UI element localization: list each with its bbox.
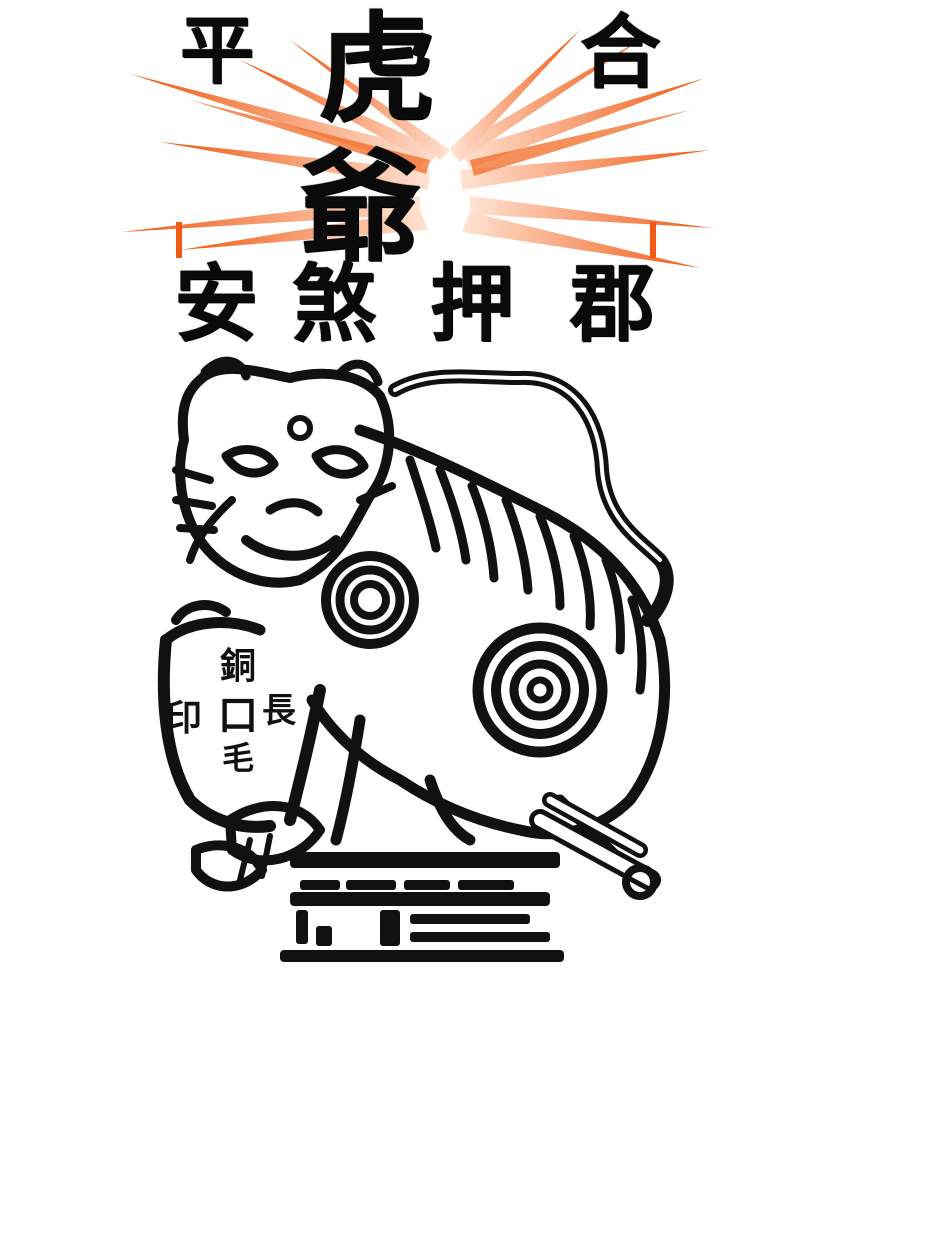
- seal-char-3: 口: [218, 692, 258, 739]
- seal-char-5: 毛: [222, 739, 255, 777]
- tiger-illustration: [157, 356, 674, 962]
- bottom-char-2: 煞: [292, 254, 377, 353]
- amulet-print: 平 虎 合 爺 安 煞 押 郡: [122, 0, 712, 962]
- seal-char-1: 銅: [220, 645, 257, 687]
- title-char-2: 虎: [318, 0, 437, 138]
- title-char-1: 平: [180, 8, 254, 94]
- bottom-char-4: 郡: [570, 254, 655, 353]
- sunburst-rays: [122, 30, 712, 268]
- seal-char-2: 印: [166, 697, 203, 739]
- seal-char-4: 長: [262, 691, 296, 731]
- title-char-3: 合: [580, 5, 660, 99]
- bottom-char-1: 安: [174, 254, 259, 353]
- center-char: 爺: [300, 137, 420, 278]
- bottom-char-3: 押: [430, 254, 515, 353]
